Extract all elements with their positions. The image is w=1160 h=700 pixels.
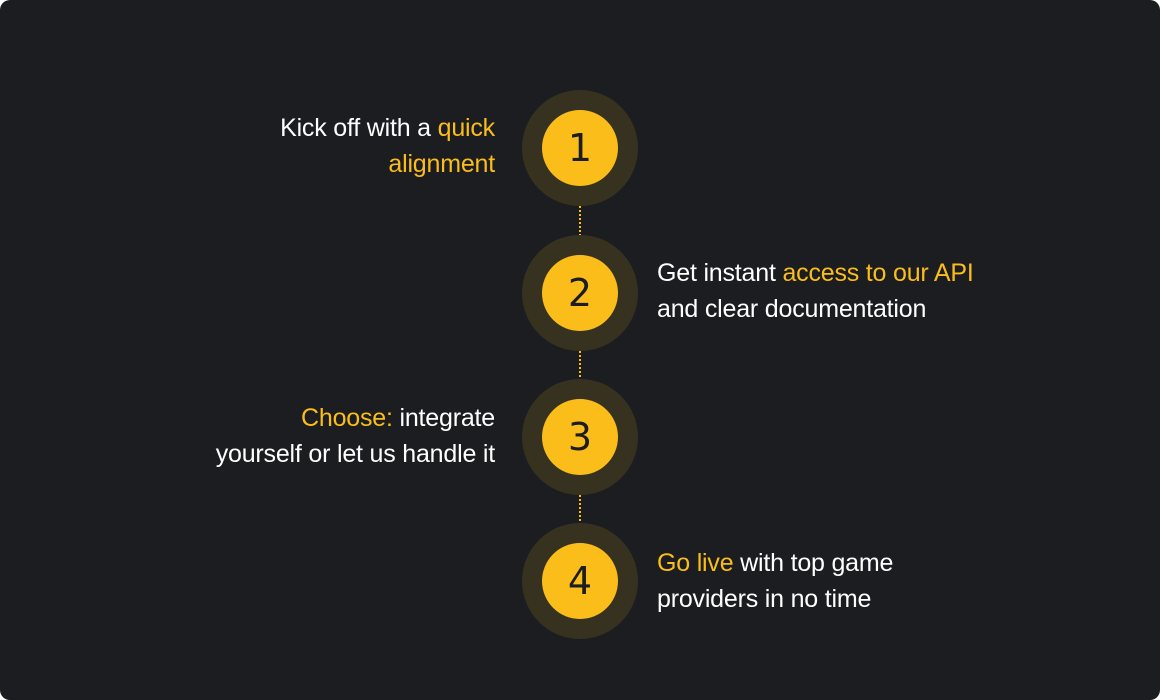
step-1-halo: 1 (522, 90, 638, 206)
step-1-line-1: Kick off with a quick (280, 114, 496, 142)
step-2-text: Get instant access to our API and clear … (657, 255, 974, 327)
step-4-text: Go live with top game providers in no ti… (657, 545, 893, 617)
step-2-halo: 2 (522, 235, 638, 351)
step-4-highlight: Go live (657, 549, 734, 577)
step-4-line-2: providers in no time (657, 585, 872, 613)
connector-3-4 (579, 475, 581, 537)
step-3-halo: 3 (522, 379, 638, 495)
step-3-line-1: Choose: integrate (301, 404, 495, 432)
step-2-line-2: and clear documentation (657, 295, 927, 323)
connector-1-2 (579, 186, 581, 248)
step-4-badge: 4 (542, 543, 618, 619)
connector-2-3 (579, 331, 581, 393)
step-1-text: Kick off with a quick alignment (280, 110, 495, 182)
step-1-highlight: quick (437, 114, 496, 142)
step-1-badge: 1 (542, 110, 618, 186)
step-3-badge: 3 (542, 399, 618, 475)
step-4-line-1: Go live with top game (657, 549, 894, 577)
step-1-highlight-2: alignment (388, 150, 495, 178)
step-4-halo: 4 (522, 523, 638, 639)
step-3-line-2: yourself or let us handle it (215, 440, 495, 468)
step-2-badge: 2 (542, 255, 618, 331)
step-2-line-1: Get instant access to our API (657, 259, 974, 287)
step-3-highlight: Choose: (301, 404, 393, 432)
step-3-text: Choose: integrate yourself or let us han… (216, 400, 495, 472)
step-1-line-2: alignment (280, 146, 495, 182)
step-2-highlight: access to our API (782, 259, 974, 287)
